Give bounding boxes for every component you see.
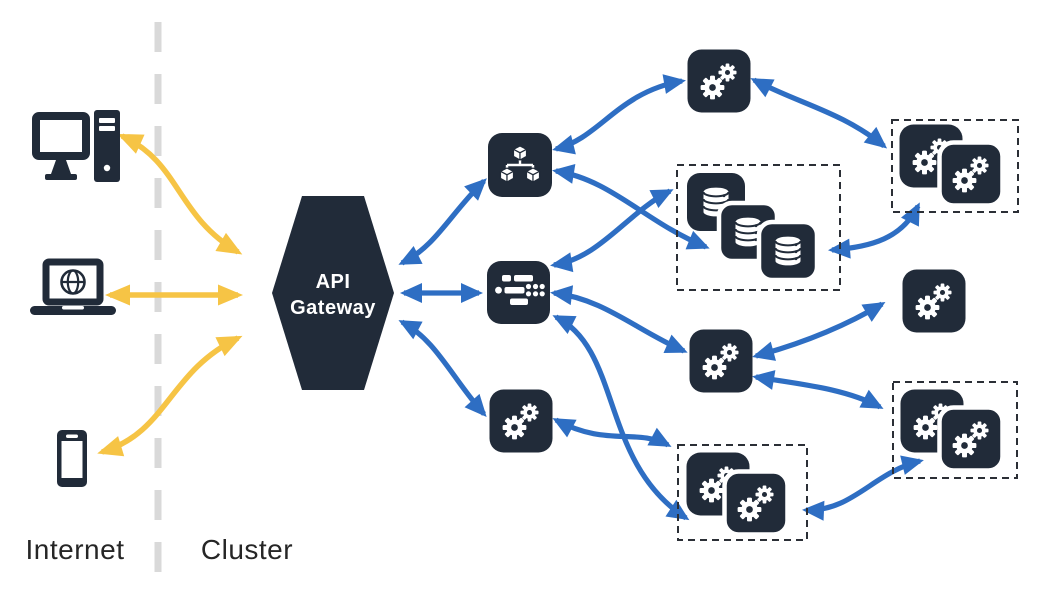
pair-bottom-center-dashed-border [677, 444, 808, 541]
cluster-zone-label: Cluster [201, 534, 293, 565]
api-gateway-node: API Gateway [272, 196, 394, 390]
arrow-phone-gateway [97, 335, 243, 457]
gears-icon [940, 143, 1003, 206]
database-cluster-group [676, 164, 841, 291]
arrow-cubes-database [552, 163, 710, 250]
gears-service-top-node [688, 50, 751, 113]
pair-bottom-right-dashed-border [892, 381, 1018, 479]
arrow-gears-mid-pair-bottom-right [752, 370, 884, 410]
pair-top-right-group [891, 119, 1019, 213]
arrow-gears-a-pair-bottom-center [552, 417, 672, 448]
pair-bottom-center-group [677, 444, 808, 541]
smartphone-icon [57, 430, 87, 487]
arrow-list-database [550, 188, 674, 273]
arrow-gateway-cubes [398, 178, 487, 266]
gears-service-a-node [490, 390, 553, 453]
internet-zone-label: Internet [26, 534, 125, 565]
gears-icon [725, 472, 788, 535]
arrow-database-pair-top-right [828, 202, 921, 259]
gears-service-right-node [903, 270, 966, 333]
arrow-list-pair-bottom-center [552, 314, 690, 521]
arrow-list-gears-mid [550, 285, 688, 354]
laptop-globe-icon [30, 258, 116, 315]
internet-zone: Internet [26, 110, 125, 565]
gears-icon [940, 408, 1003, 471]
arrow-desktop-gateway [117, 133, 243, 255]
internal-arrows [398, 74, 924, 521]
gateway-label-line2: Gateway [290, 297, 376, 319]
arrow-cubes-gears-top [552, 74, 686, 155]
gears-service-mid-node [690, 330, 753, 393]
desktop-computer-icon [32, 110, 120, 182]
cubes-service-node [488, 133, 552, 197]
pair-top-right-dashed-border [891, 119, 1019, 213]
arrow-gateway-gears-a [398, 319, 487, 417]
arrow-pair-bottom-center-pair-bottom-right [802, 455, 924, 521]
pair-bottom-right-group [892, 381, 1018, 479]
gateway-label-line1: API [316, 271, 351, 293]
arrow-gears-mid-gears-right [752, 301, 886, 361]
arrow-gears-top-pair-top-right [750, 77, 888, 149]
external-arrows [97, 133, 243, 457]
globe-icon [60, 269, 86, 295]
list-service-node [487, 261, 550, 324]
hexagon-shape [272, 196, 394, 390]
database-icon [759, 222, 817, 280]
